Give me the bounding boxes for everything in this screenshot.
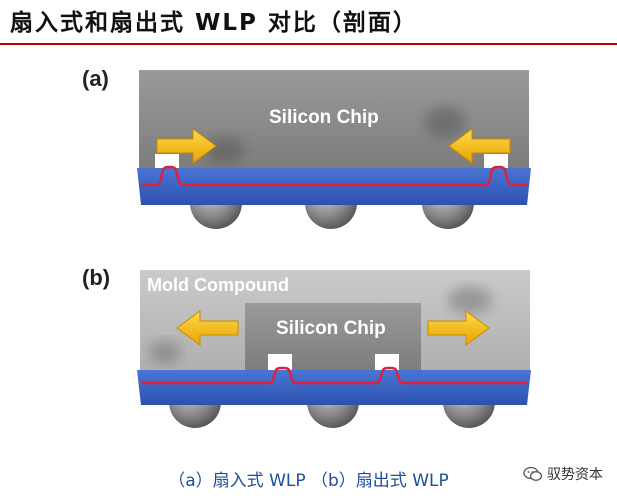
bond-pad — [268, 354, 292, 370]
figure-caption: （a）扇入式 WLP （b）扇出式 WLP — [168, 471, 449, 491]
redistribution-layer — [137, 370, 531, 405]
panel-b-chip-label: Silicon Chip — [276, 318, 386, 339]
panel-b-fan-out — [137, 270, 531, 428]
page-title: 扇入式和扇出式 WLP 对比（剖面） — [10, 10, 418, 36]
fan-in-arrow-left — [448, 128, 511, 164]
bond-pad — [155, 154, 179, 168]
fan-in-arrow-right — [156, 128, 217, 164]
panel-b-label: (b) — [82, 265, 111, 290]
rdl-trace — [141, 165, 527, 187]
fan-out-arrow-left — [176, 310, 239, 346]
bond-pad — [375, 354, 399, 370]
title-divider — [0, 43, 617, 45]
bond-pad — [484, 154, 508, 168]
wechat-icon — [523, 466, 543, 481]
fan-out-arrow-right — [427, 310, 490, 346]
panel-a-fan-in — [137, 70, 531, 229]
watermark-text: 驭势资本 — [547, 467, 603, 483]
redistribution-layer — [137, 168, 531, 205]
watermark: 驭势资本 — [523, 464, 603, 484]
mold-compound-label: Mold Compound — [147, 275, 289, 295]
panel-a-label: (a) — [82, 66, 109, 91]
panel-a-chip-label: Silicon Chip — [269, 107, 379, 128]
rdl-trace — [141, 366, 527, 385]
